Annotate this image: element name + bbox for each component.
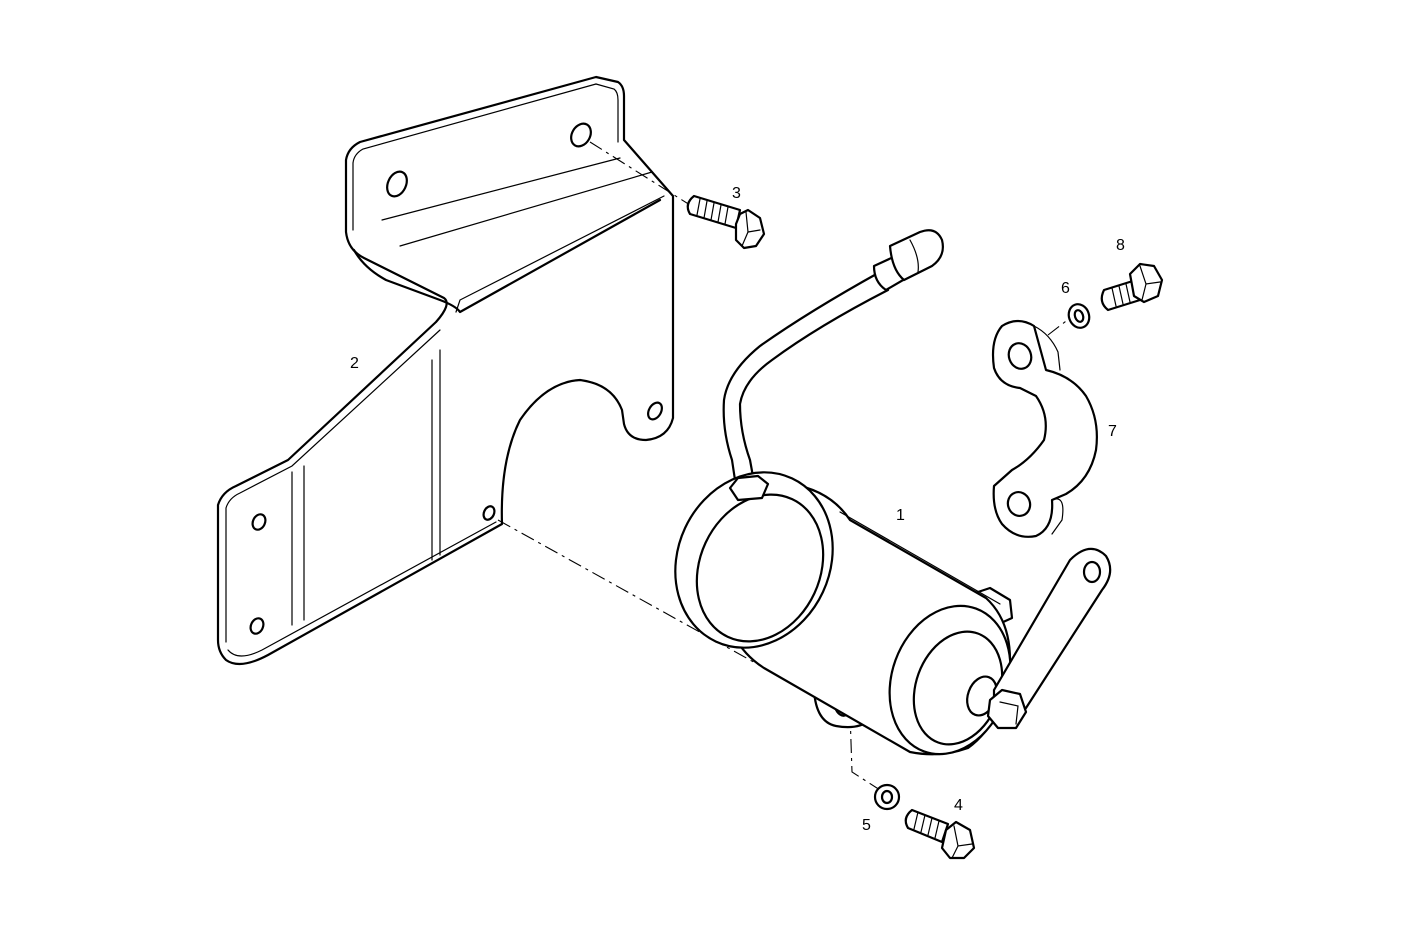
bolt-3 <box>686 194 766 250</box>
mounting-bracket <box>216 75 675 666</box>
bolt-8 <box>1100 262 1164 312</box>
bolt-4 <box>904 808 976 860</box>
callout-labels: 1 2 3 4 5 6 7 8 <box>350 185 1125 834</box>
callout-5: 5 <box>862 817 871 834</box>
callout-8: 8 <box>1116 237 1125 254</box>
callout-2: 2 <box>350 355 359 372</box>
callout-4: 4 <box>954 797 963 814</box>
callout-7: 7 <box>1108 423 1117 440</box>
washer-5 <box>873 783 901 811</box>
solenoid-actuator <box>674 229 1112 756</box>
callout-3: 3 <box>732 185 741 202</box>
clamp-7 <box>991 319 1098 538</box>
washer-6 <box>1067 303 1091 329</box>
callout-6: 6 <box>1061 280 1070 297</box>
callout-1: 1 <box>896 507 905 524</box>
